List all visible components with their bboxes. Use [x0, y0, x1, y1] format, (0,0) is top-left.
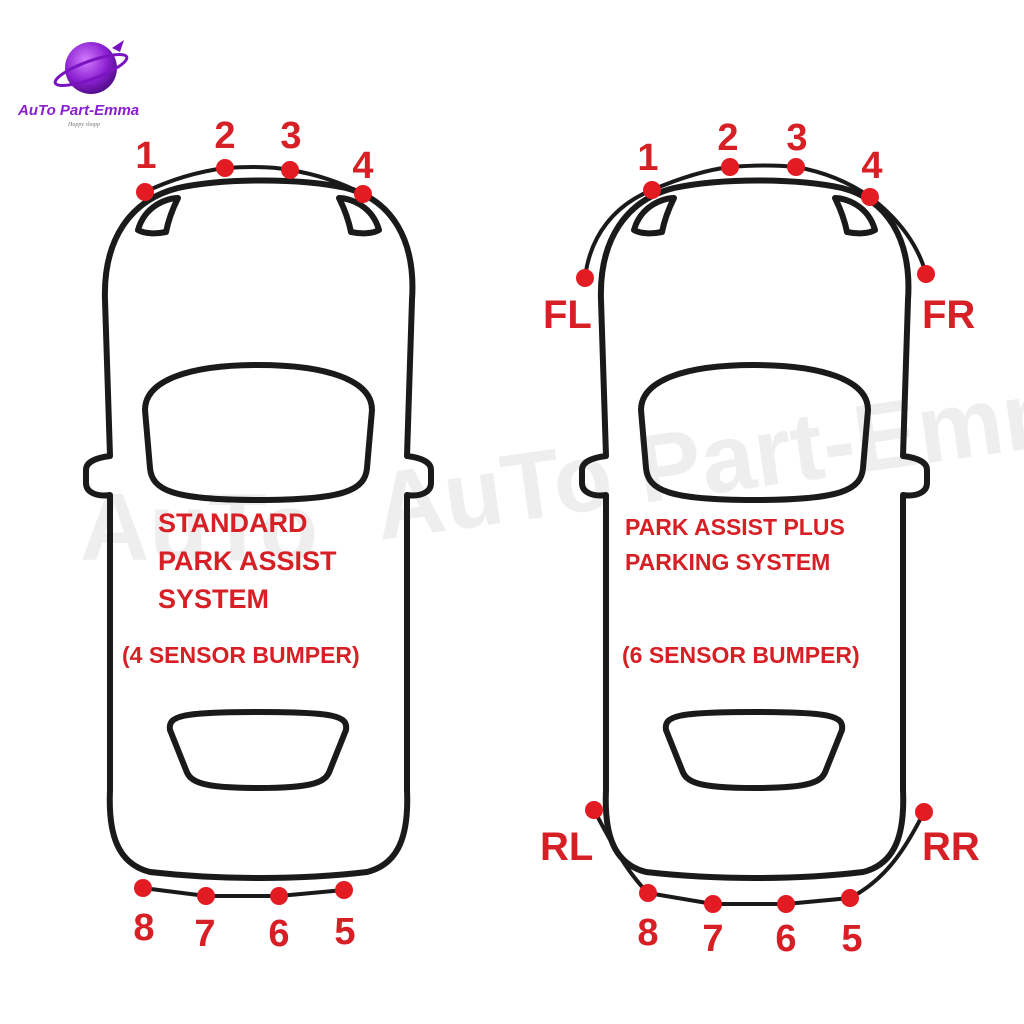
title-line-3: SYSTEM	[158, 584, 269, 614]
watermark-left: AuTo	[80, 474, 318, 581]
corner-label-rl: RL	[540, 825, 593, 869]
sensor-number-7: 7	[194, 913, 215, 955]
sensor-number-1: 1	[135, 135, 156, 177]
car-plus: 1 2 3 4 8 7 6 5 FL FR RL RR PARK ASSIST PLUS PA…	[540, 117, 980, 960]
subtitle: (4 SENSOR BUMPER)	[122, 642, 360, 668]
sensor-dot-2	[216, 159, 234, 177]
sensor-number-6: 6	[268, 913, 289, 955]
sensor-dot-8	[639, 884, 657, 902]
sensor-dot-4	[861, 188, 879, 206]
corner-label-fr: FR	[922, 293, 975, 337]
sensor-dot-rr	[915, 803, 933, 821]
sensor-number-5: 5	[334, 911, 355, 953]
sensor-number-3: 3	[280, 115, 301, 157]
sensor-number-5: 5	[841, 918, 862, 960]
sensor-dot-4	[354, 185, 372, 203]
title-line-1: STANDARD	[158, 508, 308, 538]
rear-wire-right	[592, 808, 926, 906]
sensor-dot-fr	[917, 265, 935, 283]
sensor-dot-1	[643, 181, 661, 199]
corner-label-fl: FL	[543, 293, 592, 337]
sensor-dot-3	[281, 161, 299, 179]
sensor-dot-6	[777, 895, 795, 913]
sensor-dot-7	[197, 887, 215, 905]
sensor-dot-8	[134, 879, 152, 897]
sensor-dot-3	[787, 158, 805, 176]
title-line-2: PARK ASSIST	[158, 546, 337, 576]
sensor-number-1: 1	[637, 137, 658, 179]
title-line-2: PARKING SYSTEM	[625, 549, 830, 575]
brand-tagline: Happy shopp	[67, 122, 100, 128]
sensor-number-4: 4	[352, 145, 373, 187]
sensor-number-8: 8	[133, 907, 154, 949]
sensor-number-8: 8	[637, 912, 658, 954]
sensor-dot-rl	[585, 801, 603, 819]
sensor-number-4: 4	[861, 145, 882, 187]
sensor-dot-5	[335, 881, 353, 899]
sensor-dot-5	[841, 889, 859, 907]
planet-icon	[65, 42, 117, 94]
sensor-number-2: 2	[717, 117, 738, 159]
brand-logo: AuTo Part-Emma Happy shopp	[17, 40, 139, 128]
sensor-dot-7	[704, 895, 722, 913]
sensor-dot-6	[270, 887, 288, 905]
rear-wire-left	[141, 886, 346, 898]
sensor-number-6: 6	[775, 918, 796, 960]
sensor-dot-2	[721, 158, 739, 176]
front-wire-left	[143, 164, 365, 196]
sensor-number-7: 7	[702, 918, 723, 960]
title-line-1: PARK ASSIST PLUS	[625, 514, 845, 540]
corner-label-rr: RR	[922, 825, 980, 869]
sensor-dot-fl	[576, 269, 594, 287]
sensor-number-3: 3	[786, 117, 807, 159]
sensor-number-2: 2	[214, 115, 235, 157]
brand-name: AuTo Part-Emma	[17, 102, 139, 119]
sensor-dot-1	[136, 183, 154, 201]
front-wire-right	[583, 163, 928, 280]
subtitle: (6 SENSOR BUMPER)	[622, 642, 860, 668]
